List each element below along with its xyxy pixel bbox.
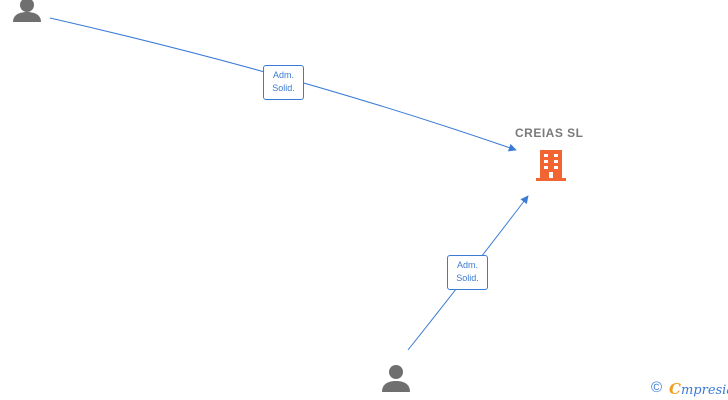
relation-label: Adm. Solid. [263,65,304,100]
brand-initial: C [669,380,681,398]
relation-label: Adm. Solid. [447,255,488,290]
copyright-icon: © [651,379,663,396]
brand-name: mpresia [680,383,728,398]
person-icon[interactable] [382,365,410,392]
relation-label-line2: Solid. [272,83,295,93]
relation-label-line2: Solid. [456,273,479,283]
person-icon[interactable] [13,0,41,22]
relation-label-line1: Adm. [272,70,294,80]
building-icon[interactable] [536,150,566,181]
brand-logo[interactable]: Cmpresia [669,380,728,400]
relation-label-line1: Adm. [456,260,478,270]
company-name[interactable]: CREIAS SL [515,126,584,140]
